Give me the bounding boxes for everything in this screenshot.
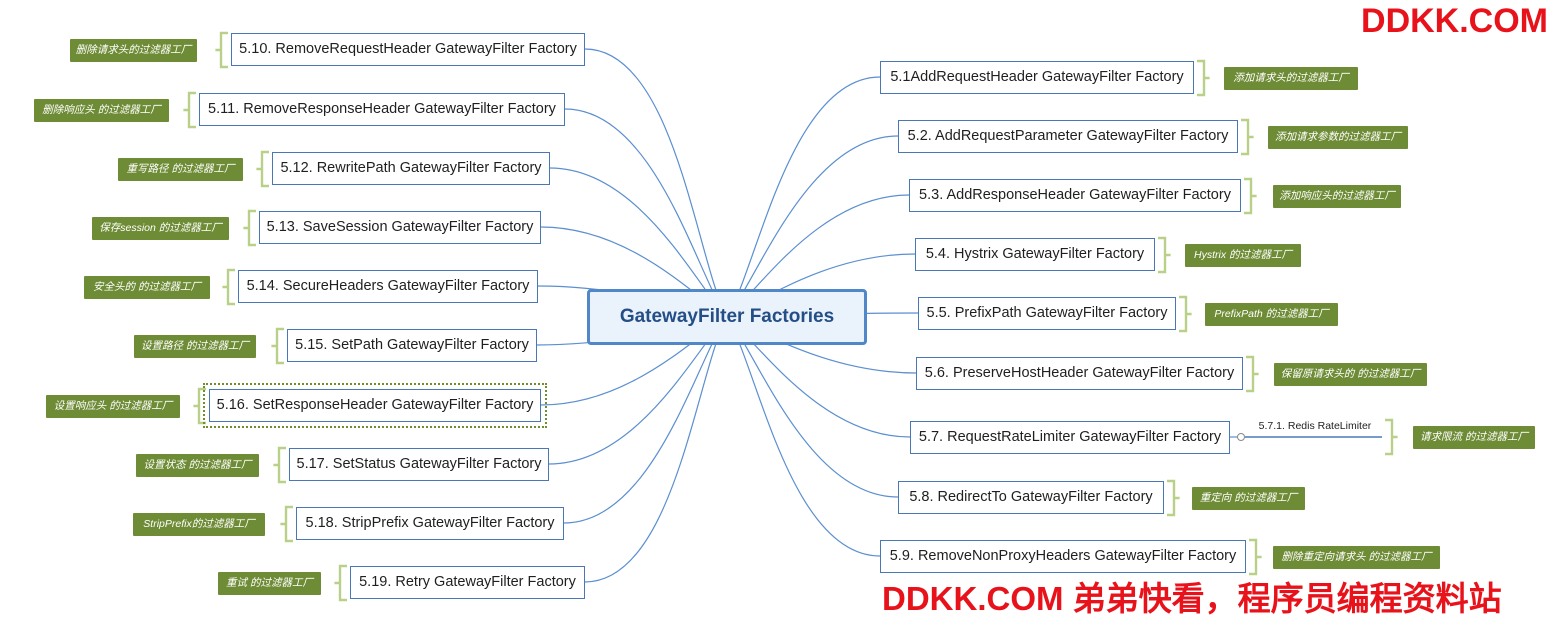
right-note-5-5[interactable]: PrefixPath 的过滤器工厂	[1205, 303, 1338, 326]
bracket-right-0	[1197, 59, 1210, 97]
right-note-5-2[interactable]: 添加请求参数的过滤器工厂	[1268, 126, 1408, 149]
right-node-5-9[interactable]: 5.9. RemoveNonProxyHeaders GatewayFilter…	[880, 540, 1246, 573]
watermark-bottom: DDKK.COM 弟弟快看，程序员编程资料站	[882, 580, 1502, 617]
left-node-5-10[interactable]: 5.10. RemoveRequestHeader GatewayFilter …	[231, 33, 585, 66]
right-note-5-6[interactable]: 保留原请求头的 的过滤器工厂	[1274, 363, 1427, 386]
bracket-right-2	[1244, 177, 1257, 215]
bracket-left-8	[280, 505, 293, 543]
connector-left-9	[584, 316, 728, 583]
right-node-5-5[interactable]: 5.5. PrefixPath GatewayFilter Factory	[918, 297, 1176, 330]
left-note-5-10[interactable]: 删除请求头的过滤器工厂	[70, 39, 197, 62]
watermark-top: DDKK.COM	[1361, 2, 1548, 40]
right-note-5-7[interactable]: 请求限流 的过滤器工厂	[1413, 426, 1535, 449]
left-note-5-15[interactable]: 设置路径 的过滤器工厂	[134, 335, 256, 358]
left-note-5-19[interactable]: 重试 的过滤器工厂	[218, 572, 321, 595]
bracket-right-1	[1241, 118, 1254, 156]
right-node-5-3[interactable]: 5.3. AddResponseHeader GatewayFilter Fac…	[909, 179, 1241, 212]
left-node-5-16[interactable]: 5.16. SetResponseHeader GatewayFilter Fa…	[203, 383, 547, 428]
left-node-5-18[interactable]: 5.18. StripPrefix GatewayFilter Factory	[296, 507, 564, 540]
left-note-5-12[interactable]: 重写路径 的过滤器工厂	[118, 158, 243, 181]
bracket-left-6	[193, 387, 206, 425]
right-node-5-6[interactable]: 5.6. PreserveHostHeader GatewayFilter Fa…	[916, 357, 1243, 390]
bracket-right-8	[1249, 538, 1262, 576]
connector-left-0	[584, 48, 728, 318]
bracket-left-1	[183, 91, 196, 129]
left-node-5-12[interactable]: 5.12. RewritePath GatewayFilter Factory	[272, 152, 550, 185]
right-node-5-8[interactable]: 5.8. RedirectTo GatewayFilter Factory	[898, 481, 1164, 514]
bracket-right-3	[1158, 236, 1171, 274]
bracket-right-6	[1385, 418, 1398, 456]
bracket-left-3	[243, 209, 256, 247]
central-topic[interactable]: GatewayFilter Factories	[587, 289, 867, 345]
bracket-left-7	[273, 446, 286, 484]
bracket-left-0	[215, 31, 228, 69]
right-note-5-8[interactable]: 重定向 的过滤器工厂	[1192, 487, 1305, 510]
right-note-5-3[interactable]: 添加响应头的过滤器工厂	[1273, 185, 1401, 208]
bracket-left-2	[256, 150, 269, 188]
collapse-toggle-icon[interactable]	[1237, 433, 1245, 441]
right-node-5-4[interactable]: 5.4. Hystrix GatewayFilter Factory	[915, 238, 1155, 271]
bracket-left-9	[334, 564, 347, 602]
right-note-5-1[interactable]: 添加请求头的过滤器工厂	[1224, 67, 1358, 90]
left-note-5-17[interactable]: 设置状态 的过滤器工厂	[136, 454, 259, 477]
bracket-left-5	[271, 327, 284, 365]
left-node-5-15[interactable]: 5.15. SetPath GatewayFilter Factory	[287, 329, 537, 362]
left-note-5-14[interactable]: 安全头的 的过滤器工厂	[84, 276, 210, 299]
left-note-5-18[interactable]: StripPrefix的过滤器工厂	[133, 513, 265, 536]
left-node-5-19[interactable]: 5.19. Retry GatewayFilter Factory	[350, 566, 585, 599]
bracket-right-4	[1179, 295, 1192, 333]
bracket-right-7	[1167, 479, 1180, 517]
right-note-5-9[interactable]: 删除重定向请求头 的过滤器工厂	[1273, 546, 1440, 569]
left-node-5-17[interactable]: 5.17. SetStatus GatewayFilter Factory	[289, 448, 549, 481]
right-node-5-7[interactable]: 5.7. RequestRateLimiter GatewayFilter Fa…	[910, 421, 1230, 454]
right-node-5-1[interactable]: 5.1AddRequestHeader GatewayFilter Factor…	[880, 61, 1194, 94]
right-node-5-2[interactable]: 5.2. AddRequestParameter GatewayFilter F…	[898, 120, 1238, 153]
subtopic-redis-ratelimiter[interactable]: 5.7.1. Redis RateLimiter	[1258, 420, 1372, 432]
left-node-5-14[interactable]: 5.14. SecureHeaders GatewayFilter Factor…	[238, 270, 538, 303]
bracket-right-5	[1246, 355, 1259, 393]
left-note-5-13[interactable]: 保存session 的过滤器工厂	[92, 217, 229, 240]
left-node-5-13[interactable]: 5.13. SaveSession GatewayFilter Factory	[259, 211, 541, 244]
left-note-5-11[interactable]: 删除响应头 的过滤器工厂	[34, 99, 169, 122]
right-note-5-4[interactable]: Hystrix 的过滤器工厂	[1185, 244, 1301, 267]
bracket-left-4	[222, 268, 235, 306]
left-note-5-16[interactable]: 设置响应头 的过滤器工厂	[46, 395, 180, 418]
left-node-5-11[interactable]: 5.11. RemoveResponseHeader GatewayFilter…	[199, 93, 565, 126]
